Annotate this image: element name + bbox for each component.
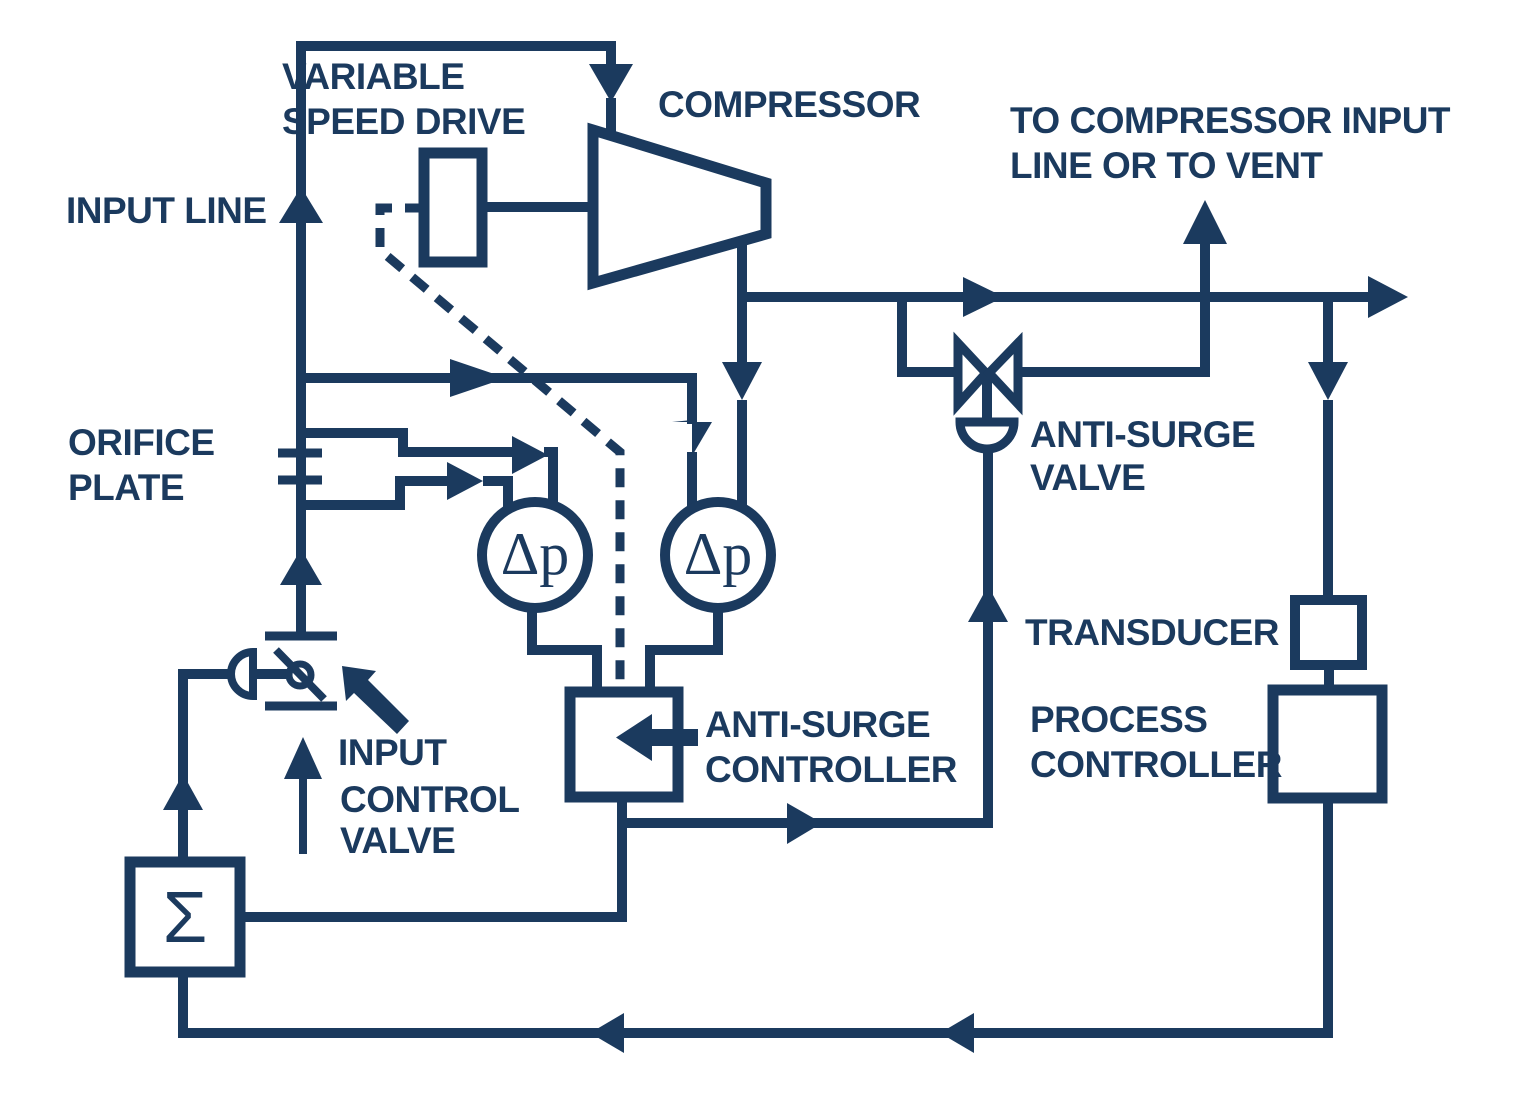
labels: INPUT LINE VARIABLE SPEED DRIVE COMPRESS… (66, 56, 1451, 958)
arrow-vent-up (1183, 200, 1227, 244)
label-summer-sigma: Σ (163, 878, 208, 958)
arrow-tap-upper-right (512, 436, 548, 474)
label-transducer: TRANSDUCER (1025, 612, 1279, 653)
process-controller-box (1267, 684, 1388, 804)
recycle-branch-pipe (897, 292, 958, 377)
suction-pressure-line (301, 373, 697, 424)
transducer-box (1290, 595, 1367, 670)
feedback-line (178, 793, 1333, 1038)
label-vent-line2: LINE OR TO VENT (1010, 145, 1323, 186)
label-vent-line1: TO COMPRESSOR INPUT (1010, 100, 1451, 141)
label-icv-line3: VALVE (340, 820, 455, 861)
icv-actuator-dome (227, 647, 257, 701)
label-dp-left: Δp (501, 521, 570, 587)
variable-speed-drive-box (418, 147, 488, 268)
label-asc-line2: CONTROLLER (705, 749, 957, 790)
label-asv-line2: VALVE (1030, 457, 1145, 498)
asv-bowtie-left (953, 331, 993, 416)
arrow-feedback-left-2 (940, 1013, 974, 1053)
asc-to-summer-line (235, 792, 627, 922)
label-icv-line1: INPUT (338, 732, 447, 773)
arrow-main-end-right (1368, 276, 1408, 318)
arrow-valve-signal-up (968, 586, 1008, 622)
asv-bowtie-right (982, 331, 1023, 416)
label-compressor: COMPRESSOR (658, 84, 920, 125)
label-vsd-line1: VARIABLE (282, 56, 464, 97)
orifice-tap-upper (301, 428, 515, 457)
compressor-symbol (587, 122, 772, 291)
icv-pointer-arrow (342, 666, 409, 734)
equipment-symbols (124, 122, 1388, 978)
summer-box (124, 856, 246, 978)
arrow-main-right (963, 277, 1004, 317)
asv-actuator-dome (955, 417, 1019, 454)
arrow-suction-line-right (450, 359, 506, 397)
arrow-input-line-up-lower (280, 549, 322, 585)
arrow-into-compressor (589, 64, 633, 102)
arrow-into-asc-left (616, 714, 698, 761)
label-asc-line1: ANTI-SURGE (705, 704, 930, 745)
arrow-to-transducer-down (1308, 362, 1348, 400)
icv-lever (273, 647, 327, 702)
dp-right-output-line (645, 603, 723, 697)
arrow-feedback-left-1 (590, 1013, 624, 1053)
arrow-asc-output-right (787, 803, 822, 844)
label-vsd-line2: SPEED DRIVE (282, 101, 525, 142)
orifice-tap-lower (301, 476, 450, 510)
dp-transmitter-left (477, 497, 593, 613)
arrow-suction-line-down (672, 420, 712, 456)
arrow-input-line-up (279, 187, 323, 223)
orifice-tap-upper-drop (544, 447, 558, 508)
label-dp-right: Δp (684, 521, 753, 587)
label-pc-line2: CONTROLLER (1030, 744, 1282, 785)
label-pc-line1: PROCESS (1030, 699, 1207, 740)
arrow-tap-lower-right (447, 462, 483, 500)
piping-and-signal-lines (178, 41, 1368, 1038)
recycle-vent-pipe (1018, 240, 1210, 377)
label-asv-line1: ANTI-SURGE (1030, 414, 1255, 455)
dp-transmitter-right (660, 497, 776, 613)
dp-left-output-line (527, 603, 602, 697)
label-orifice-line2: PLATE (68, 467, 184, 508)
arrow-discharge-down (722, 362, 762, 400)
label-icv-line2: CONTROL (340, 779, 519, 820)
orifice-tap-lower-drop (483, 476, 513, 507)
label-orifice-line1: ORIFICE (68, 422, 215, 463)
icv-annotation-arrow-head (284, 737, 322, 779)
label-input-line: INPUT LINE (66, 190, 267, 231)
arrow-summer-to-valve-up (163, 774, 203, 810)
asc-to-valve-signal (617, 449, 993, 828)
flow-arrows (163, 64, 1408, 1053)
